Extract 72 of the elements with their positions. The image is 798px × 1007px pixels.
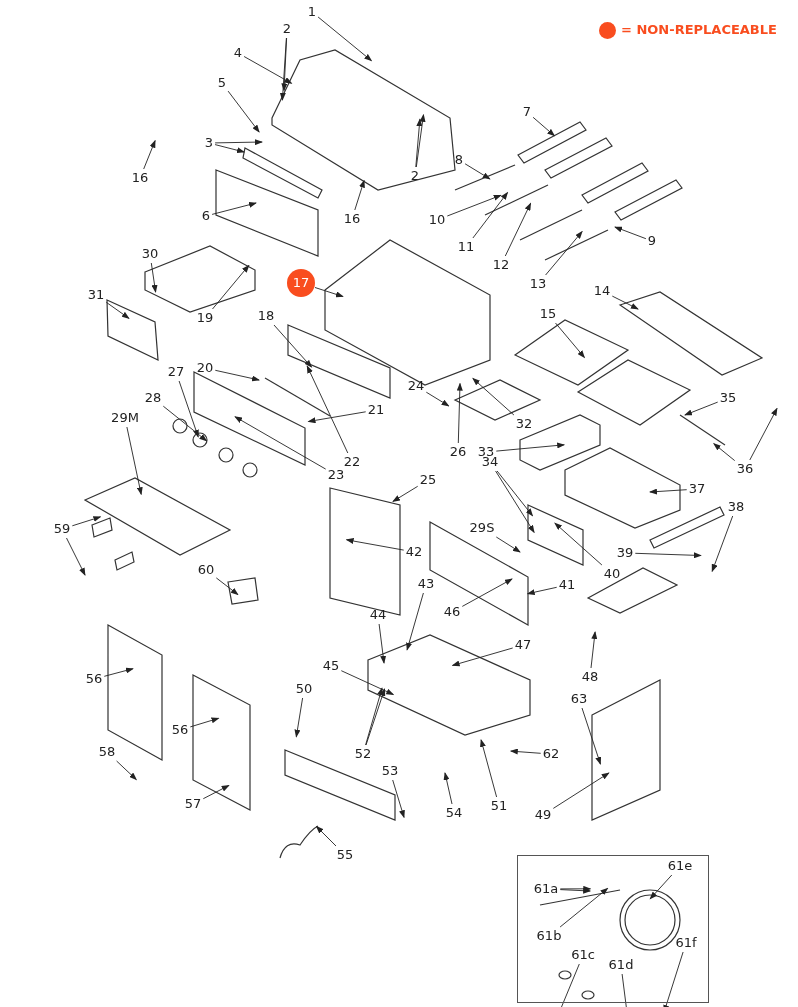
callout-number: 3 <box>204 135 214 151</box>
callout-number: 59 <box>53 521 71 537</box>
callout-number: 6 <box>201 208 211 224</box>
callout-number: 26 <box>449 444 467 460</box>
inset-frame <box>517 855 709 1003</box>
callout-number: 7 <box>522 104 532 120</box>
callout-badge: 17 <box>287 269 315 297</box>
callout-number: 36 <box>736 461 754 477</box>
callout-number: 62 <box>542 746 560 762</box>
callout-number: 16 <box>131 170 149 186</box>
callout-number: 43 <box>417 576 435 592</box>
callout-number: 32 <box>515 416 533 432</box>
callout-number: 53 <box>381 763 399 779</box>
callout-number: 28 <box>144 390 162 406</box>
callout-number: 38 <box>727 499 745 515</box>
callout-number: 29S <box>469 520 495 536</box>
callout-number: 61e <box>667 858 693 874</box>
callout-number: 8 <box>454 152 464 168</box>
callout-number: 61f <box>675 935 697 951</box>
callout-number: 61a <box>533 881 559 897</box>
callout-number: 48 <box>581 669 599 685</box>
callout-number: 50 <box>295 681 313 697</box>
callout-number: 39 <box>616 545 634 561</box>
callout-number: 42 <box>405 544 423 560</box>
callout-number: 31 <box>87 287 105 303</box>
callout-number: 41 <box>558 577 576 593</box>
callout-number: 44 <box>369 607 387 623</box>
callout-number: 13 <box>529 276 547 292</box>
callout-number: 30 <box>141 246 159 262</box>
callout-number: 2 <box>410 168 420 184</box>
callout-number: 20 <box>196 360 214 376</box>
callout-number: 24 <box>407 378 425 394</box>
callout-number: 61b <box>536 928 562 944</box>
callout-number: 4 <box>233 45 243 61</box>
callout-number: 1 <box>307 4 317 20</box>
callout-number: 46 <box>443 604 461 620</box>
callout-number: 56 <box>171 722 189 738</box>
callout-number: 19 <box>196 310 214 326</box>
callout-number: 54 <box>445 805 463 821</box>
callout-number: 27 <box>167 364 185 380</box>
callout-number: 29M <box>111 410 139 426</box>
callout-number: 49 <box>534 807 552 823</box>
callout-number: 58 <box>98 744 116 760</box>
callout-number: 57 <box>184 796 202 812</box>
callout-number: 60 <box>197 562 215 578</box>
callout-number: 15 <box>539 306 557 322</box>
callout-number: 56 <box>85 671 103 687</box>
callout-number: 9 <box>647 233 657 249</box>
callout-number: 35 <box>719 390 737 406</box>
callout-number: 21 <box>367 402 385 418</box>
callout-number: 40 <box>603 566 621 582</box>
callout-number: 10 <box>428 212 446 228</box>
callout-number: 14 <box>593 283 611 299</box>
callout-number: 16 <box>343 211 361 227</box>
callout-number: 47 <box>514 637 532 653</box>
callout-number: 63 <box>570 691 588 707</box>
legend-label: = NON-REPLACEABLE <box>621 22 777 37</box>
callout-number: 12 <box>492 257 510 273</box>
callout-number: 61c <box>571 947 595 963</box>
callout-number: 23 <box>327 467 345 483</box>
callout-number: 52 <box>354 746 372 762</box>
callout-number: 55 <box>336 847 354 863</box>
callout-number: 45 <box>322 658 340 674</box>
callout-number: 25 <box>419 472 437 488</box>
callout-number: 2 <box>282 21 292 37</box>
callout-number: 18 <box>257 308 275 324</box>
callout-number: 61d <box>608 957 634 973</box>
callout-number: 11 <box>457 239 475 255</box>
callout-number: 51 <box>490 798 508 814</box>
callout-number: 37 <box>688 481 706 497</box>
callout-number: 5 <box>217 75 227 91</box>
callout-number: 22 <box>343 454 361 470</box>
